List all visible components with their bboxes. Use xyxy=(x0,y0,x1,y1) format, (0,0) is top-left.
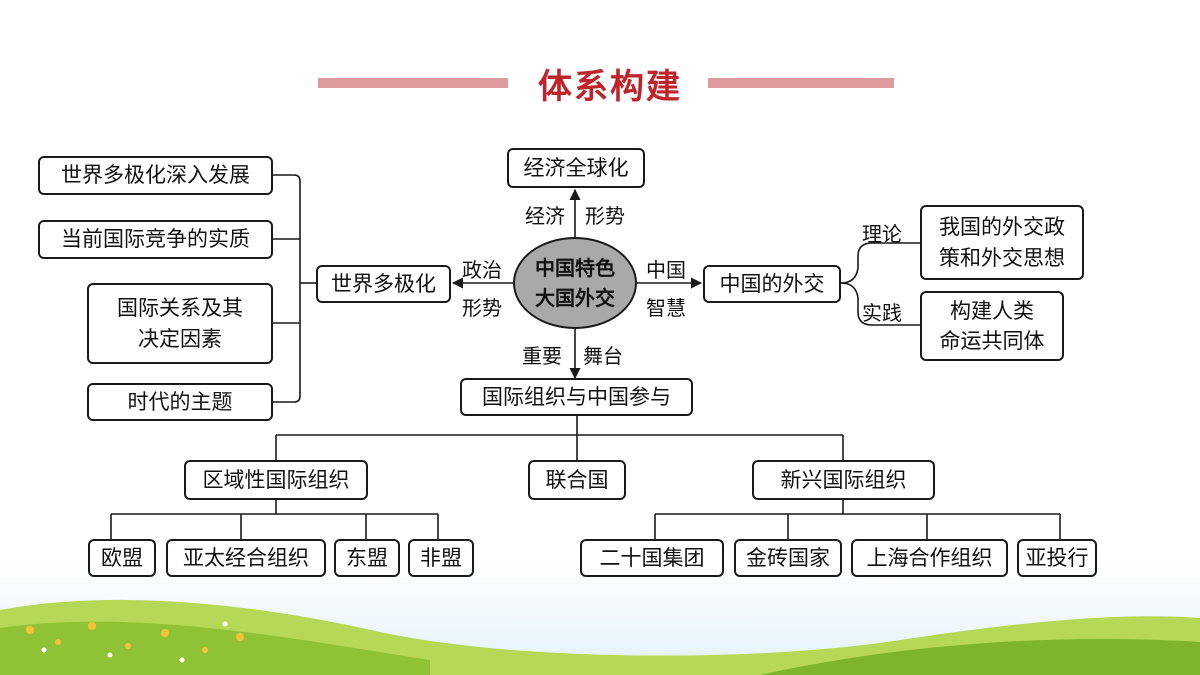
label-theory: 理论 xyxy=(862,222,902,246)
label-practice: 实践 xyxy=(862,301,902,325)
title-bar-left xyxy=(318,78,508,88)
flowers-decoration xyxy=(26,622,244,653)
page-title: 体系构建 xyxy=(538,66,682,107)
node-diplomacy: 中国的外交 xyxy=(703,265,841,303)
node-organizations: 国际组织与中国参与 xyxy=(460,378,693,416)
flowers-white-decoration xyxy=(41,621,228,663)
left-bracket xyxy=(273,174,301,403)
regional-org-3: 东盟 xyxy=(334,539,400,577)
hub-node: 中国特色 大国外交 xyxy=(513,237,637,329)
emerging-org-1: 二十国集团 xyxy=(580,539,724,577)
factor-box-2: 当前国际竞争的实质 xyxy=(38,220,273,259)
regional-org-4: 非盟 xyxy=(408,539,474,577)
factor-box-4: 时代的主题 xyxy=(87,383,273,421)
label-important: 重要 xyxy=(522,344,562,368)
node-globalization: 经济全球化 xyxy=(507,148,645,188)
org-emerging: 新兴国际组织 xyxy=(752,460,935,500)
title-bar-right xyxy=(708,78,894,88)
org-regional: 区域性国际组织 xyxy=(184,460,368,500)
emerging-org-2: 金砖国家 xyxy=(734,539,842,577)
right-bracket-practice xyxy=(840,282,920,326)
node-multipolarity: 世界多极化 xyxy=(316,265,451,303)
label-stage: 舞台 xyxy=(583,344,623,368)
org-un: 联合国 xyxy=(528,460,626,500)
label-china: 中国 xyxy=(646,258,686,282)
label-economy: 经济 xyxy=(525,204,565,228)
emerging-org-4: 亚投行 xyxy=(1017,539,1097,577)
regional-org-2: 亚太经合组织 xyxy=(166,539,326,577)
factor-box-3: 国际关系及其 决定因素 xyxy=(87,283,273,364)
label-situation-left: 形势 xyxy=(462,296,502,320)
regional-org-1: 欧盟 xyxy=(88,539,156,577)
hill-left xyxy=(0,621,430,675)
theory-box: 我国的外交政 策和外交思想 xyxy=(920,205,1084,280)
label-situation-top: 形势 xyxy=(585,204,625,228)
label-wisdom: 智慧 xyxy=(646,296,686,320)
label-politics: 政治 xyxy=(462,258,502,282)
hill-right xyxy=(760,638,1200,675)
emerging-org-3: 上海合作组织 xyxy=(851,539,1008,577)
practice-box: 构建人类 命运共同体 xyxy=(920,291,1064,361)
right-bracket-theory xyxy=(840,242,920,284)
factor-box-1: 世界多极化深入发展 xyxy=(38,156,273,195)
